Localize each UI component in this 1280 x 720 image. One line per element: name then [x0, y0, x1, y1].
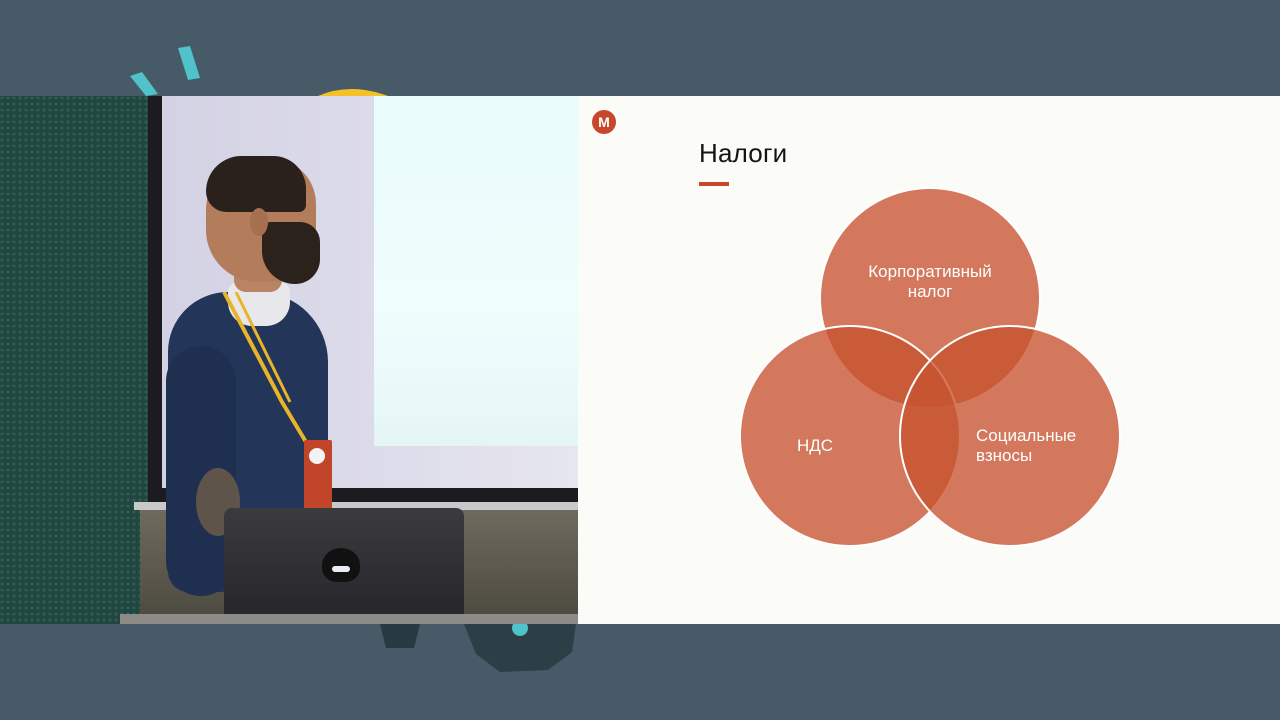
- speaker-hair: [206, 156, 306, 212]
- venn-label-line: налог: [907, 282, 953, 301]
- video-frame: М Налоги Корпоративный налог НДС Социаль…: [0, 96, 1280, 624]
- venn-diagram: [739, 187, 1121, 547]
- speaker-ear: [250, 208, 268, 236]
- venn-label-line: НДС: [796, 436, 834, 455]
- speaker-beard: [262, 222, 320, 284]
- venn-label-vat: НДС: [783, 436, 847, 456]
- venn-label-line: взносы: [976, 446, 1033, 465]
- screen-rail: [134, 502, 578, 510]
- title-underline: [699, 182, 729, 186]
- badge-logo-icon: [309, 448, 325, 464]
- projected-slide: [374, 96, 578, 446]
- speaker-video: [0, 96, 578, 624]
- venn-label-corporate-tax: Корпоративный налог: [848, 262, 1012, 302]
- venn-label-social-contributions: Социальные взносы: [976, 426, 1090, 466]
- brand-logo-icon: М: [592, 110, 616, 134]
- venn-circle-social-contributions: [899, 325, 1121, 547]
- laptop-sticker-icon: [322, 548, 360, 582]
- sticker-eyes-icon: [332, 566, 350, 572]
- venn-label-line: Социальные: [976, 426, 1077, 445]
- venn-label-line: Корпоративный: [868, 262, 992, 281]
- slide-title: Налоги: [699, 138, 788, 168]
- presentation-slide: М Налоги Корпоративный налог НДС Социаль…: [578, 96, 1280, 624]
- lanyard: [222, 292, 314, 452]
- podium-table: [120, 614, 578, 624]
